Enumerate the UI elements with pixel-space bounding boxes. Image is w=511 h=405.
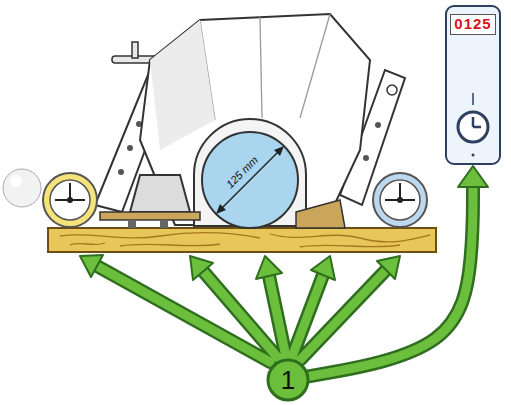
clock-icon [458, 112, 488, 142]
flow-arrow [306, 166, 488, 377]
wood-board [48, 228, 436, 252]
counter-frame [446, 6, 500, 164]
scale-tick [472, 93, 474, 105]
left-dial-gauge [3, 169, 97, 227]
counter-display: 0125 [445, 5, 501, 165]
callout-number: 1 [281, 366, 295, 395]
right-dial-gauge [373, 173, 427, 227]
clock-hands [473, 117, 481, 127]
callout-circle: 1 [266, 358, 310, 402]
left-foot [100, 175, 345, 228]
pointer-arrows [80, 255, 400, 362]
indicator-dot [472, 154, 475, 157]
callout-circle-fill [268, 360, 308, 400]
counter-digits: 0125 [450, 14, 495, 35]
sanding-disc [202, 132, 298, 228]
